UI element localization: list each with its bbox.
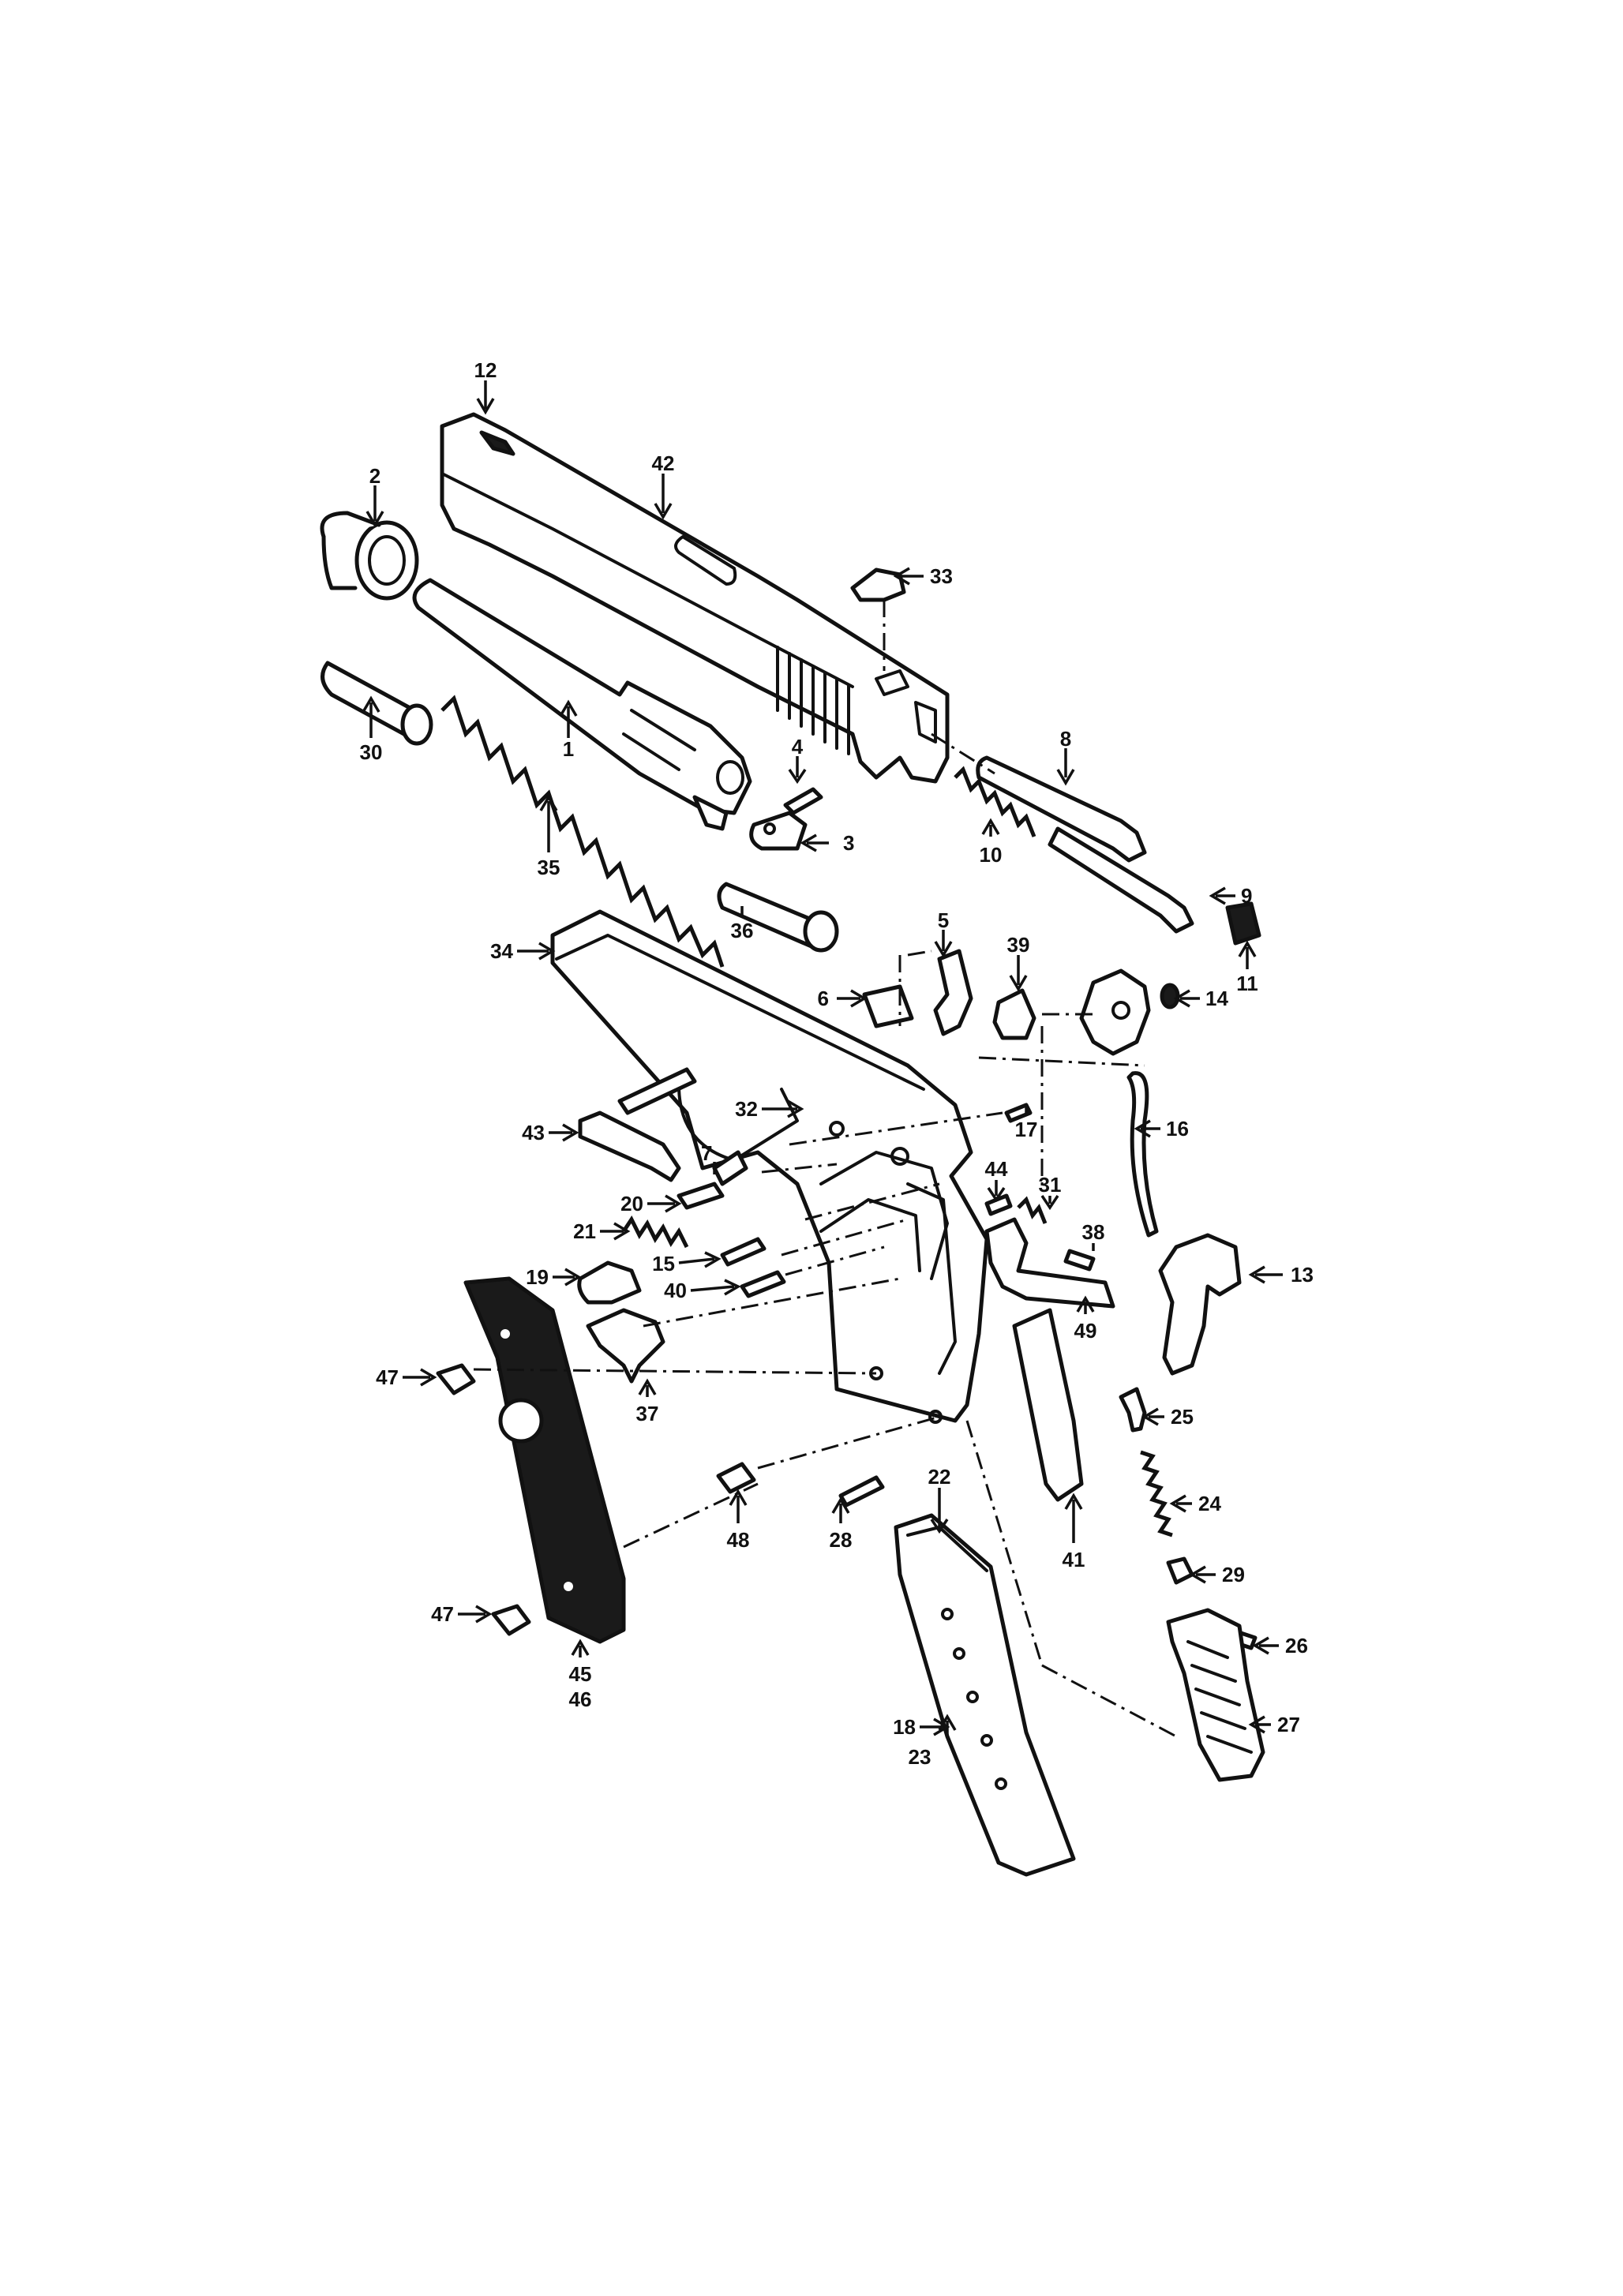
callout-16: 16: [1166, 1117, 1189, 1141]
callout-38: 38: [1082, 1220, 1105, 1244]
part-firing-pin-stop: [1225, 901, 1261, 946]
alignment-lines: [473, 600, 1177, 1738]
part-slide-stop: [578, 1067, 697, 1182]
part-sear-spring: [1126, 1071, 1159, 1238]
part-frame: [550, 909, 989, 1424]
part-recoil-spring-guide: [717, 882, 839, 953]
part-pin-40: [740, 1270, 786, 1298]
part-thumb-safety: [586, 1308, 665, 1384]
callout-20: 20: [620, 1192, 643, 1215]
callout-13: 13: [1291, 1263, 1314, 1287]
callout-48: 48: [727, 1528, 750, 1552]
callout-39: 39: [1007, 933, 1030, 957]
callout-6: 6: [818, 987, 829, 1010]
part-cap-29: [1166, 1556, 1194, 1585]
callout-1: 1: [563, 737, 574, 761]
callout-33: 33: [930, 564, 953, 588]
callout-42: 42: [652, 451, 675, 475]
callout-leaders: [362, 380, 1283, 1736]
part-plunger-tube: [712, 1150, 748, 1186]
callout-40: 40: [664, 1279, 687, 1302]
callout-19: 19: [526, 1265, 549, 1289]
part-housing-pin-25: [1119, 1387, 1147, 1433]
callout-34: 34: [490, 939, 513, 963]
callout-37: 37: [636, 1402, 659, 1425]
callout-31: 31: [1039, 1173, 1062, 1197]
part-mainspring-housing: [1166, 1608, 1265, 1782]
part-pin-15: [720, 1237, 767, 1267]
part-pin-38: [1063, 1249, 1096, 1272]
callout-24: 24: [1198, 1492, 1221, 1515]
callout-30: 30: [360, 740, 383, 764]
part-barrel-bushing: [320, 511, 419, 601]
part-grip-screw-top: [436, 1363, 476, 1395]
part-grip-panel: [463, 1276, 626, 1644]
callout-7: 7: [701, 1141, 712, 1165]
part-recoil-spring-plug: [320, 661, 433, 746]
callout-10: 10: [980, 843, 1003, 867]
callout-labels: 1 2 3 4 5 6 7 8 9 10 11 12 13 14 15 16 1…: [360, 358, 1314, 1769]
callout-12: 12: [474, 358, 497, 382]
part-recoil-spring: [440, 695, 725, 968]
callout-22: 22: [928, 1465, 951, 1489]
part-disconnector: [933, 949, 973, 1036]
part-magazine: [894, 1513, 1076, 1877]
part-safety-lock: [577, 1260, 642, 1305]
part-plunger-spring-21: [621, 1215, 689, 1249]
callout-11: 11: [1236, 972, 1258, 995]
callout-41: 41: [1063, 1548, 1085, 1571]
callout-17: 17: [1015, 1118, 1038, 1141]
part-hammer: [1079, 968, 1180, 1056]
part-leaf-spring: [1012, 1308, 1084, 1502]
part-sear: [992, 988, 1036, 1040]
callout-28: 28: [830, 1528, 853, 1552]
callout-15: 15: [652, 1252, 675, 1275]
callout-44: 44: [985, 1157, 1008, 1181]
part-grip-screw-bottom: [491, 1604, 531, 1636]
callout-23: 23: [909, 1745, 931, 1769]
part-bushing-48: [716, 1462, 756, 1494]
part-firing-pin: [954, 755, 1194, 934]
part-trigger: [984, 1217, 1115, 1309]
callout-14: 14: [1205, 987, 1228, 1010]
callout-3: 3: [843, 831, 854, 855]
part-pin-17: [1004, 1103, 1033, 1123]
callout-35: 35: [538, 856, 560, 879]
part-barrel: [412, 578, 752, 831]
part-ejector: [862, 984, 914, 1028]
callout-5: 5: [938, 908, 949, 932]
part-rear-sight: [850, 567, 906, 602]
part-spring-31: [1017, 1196, 1048, 1224]
parts-layer: [320, 412, 1265, 1877]
callout-18: 18: [893, 1715, 916, 1739]
part-slide: [440, 412, 950, 784]
callout-47-top: 47: [376, 1365, 399, 1389]
part-pin-44: [984, 1193, 1013, 1216]
callout-26: 26: [1285, 1634, 1308, 1657]
callout-46: 46: [569, 1687, 592, 1711]
callout-36: 36: [731, 919, 754, 942]
callout-45: 45: [569, 1662, 592, 1686]
callout-49: 49: [1074, 1319, 1097, 1343]
callout-27: 27: [1277, 1713, 1300, 1736]
part-pin-28: [838, 1475, 885, 1508]
callout-2: 2: [369, 464, 380, 488]
part-grip-safety: [1158, 1233, 1242, 1376]
callout-32: 32: [735, 1097, 758, 1121]
callout-9: 9: [1241, 884, 1252, 908]
callout-47-bottom: 47: [431, 1602, 454, 1626]
callout-29: 29: [1222, 1563, 1245, 1586]
callout-4: 4: [792, 735, 804, 758]
callout-8: 8: [1060, 727, 1071, 751]
callout-25: 25: [1171, 1405, 1194, 1429]
part-plunger-20: [677, 1182, 725, 1210]
slide-serrations: [776, 646, 850, 755]
part-mainspring-24: [1140, 1450, 1173, 1538]
part-pins-3-4: [749, 787, 823, 851]
callout-43: 43: [522, 1121, 545, 1144]
callout-21: 21: [573, 1219, 596, 1243]
